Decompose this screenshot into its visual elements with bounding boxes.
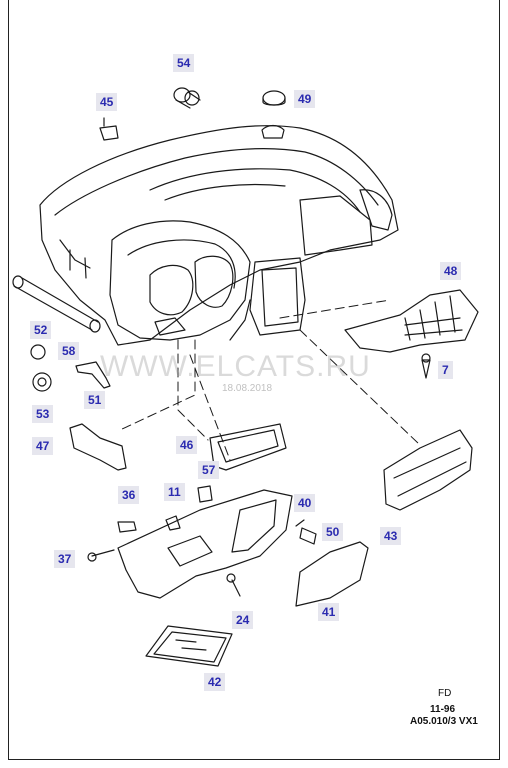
part-54-grommet <box>173 87 201 109</box>
callout-57[interactable]: 57 <box>198 461 220 479</box>
part-49-cap <box>262 90 286 106</box>
callout-48[interactable]: 48 <box>440 262 462 280</box>
part-57-clip <box>197 485 213 503</box>
part-40-lower-panel <box>117 489 293 599</box>
callout-43[interactable]: 43 <box>380 527 402 545</box>
callout-58[interactable]: 58 <box>58 342 80 360</box>
part-11-clip <box>165 515 181 531</box>
footer-code: A05.010/3 VX1 <box>410 716 478 727</box>
watermark-date: 18.08.2018 <box>222 383 273 394</box>
callout-52[interactable]: 52 <box>30 321 52 339</box>
part-42-tray <box>145 625 233 667</box>
callout-41[interactable]: 41 <box>318 603 340 621</box>
part-45-clip <box>99 117 119 141</box>
callout-37[interactable]: 37 <box>54 550 76 568</box>
callout-50[interactable]: 50 <box>322 523 344 541</box>
part-37-screw <box>87 549 115 562</box>
callout-49[interactable]: 49 <box>294 90 316 108</box>
part-41-glovebox-lid <box>295 541 369 607</box>
callout-40[interactable]: 40 <box>294 494 316 512</box>
callout-54[interactable]: 54 <box>173 54 195 72</box>
part-50-lamp <box>295 519 317 545</box>
part-51-bracket <box>75 361 111 389</box>
part-58-ring <box>30 344 46 360</box>
callout-7[interactable]: 7 <box>438 361 453 379</box>
part-52-trim-tube <box>12 275 101 333</box>
part-46-frame <box>209 423 287 471</box>
dashboard-panel <box>39 124 399 346</box>
part-48-bracket <box>344 289 479 353</box>
part-36-nut <box>117 521 137 533</box>
callout-24[interactable]: 24 <box>232 611 254 629</box>
footer-mark: FD <box>438 688 452 699</box>
callout-42[interactable]: 42 <box>204 673 226 691</box>
callout-36[interactable]: 36 <box>118 486 140 504</box>
callout-45[interactable]: 45 <box>96 93 118 111</box>
part-53-knob <box>32 372 52 392</box>
callout-11[interactable]: 11 <box>164 483 185 501</box>
part-7-screw <box>421 353 431 379</box>
footer-date: 11-96 <box>430 704 456 715</box>
callout-51[interactable]: 51 <box>84 391 106 409</box>
callout-46[interactable]: 46 <box>176 436 198 454</box>
drawing-frame <box>8 0 500 760</box>
callout-47[interactable]: 47 <box>32 437 54 455</box>
callout-53[interactable]: 53 <box>32 405 54 423</box>
watermark-text: WWW.ELCATS.RU <box>100 350 371 383</box>
part-24-screw <box>226 573 241 597</box>
part-47-trim <box>69 423 127 471</box>
part-43-glovebox <box>383 429 473 511</box>
